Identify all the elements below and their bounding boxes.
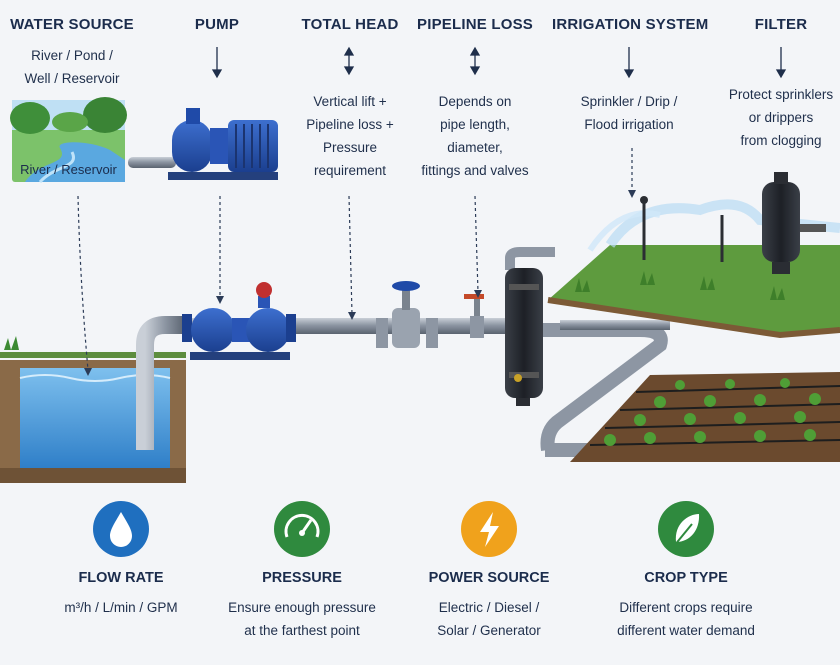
power-source-text-1: Electric / Diesel / bbox=[438, 600, 540, 615]
river-reservoir-label: River / Reservoir bbox=[20, 162, 117, 177]
filter-illustration bbox=[505, 247, 555, 406]
crop-type-description: Different crops require different water … bbox=[600, 596, 772, 642]
pressure-text-1: Ensure enough pressure bbox=[228, 600, 376, 615]
leader-arrowheads bbox=[84, 190, 636, 376]
filter-description: Protect sprinklers or drippers from clog… bbox=[722, 83, 840, 152]
filter-heading: FILTER bbox=[754, 16, 808, 33]
irrigation-text-1: Sprinkler / Drip / bbox=[580, 94, 678, 109]
irrigation-text-2: Flood irrigation bbox=[584, 117, 674, 132]
small-valve bbox=[464, 294, 484, 338]
drip-field bbox=[570, 372, 840, 462]
sprinkler-field bbox=[547, 196, 840, 339]
gate-valve bbox=[376, 281, 438, 348]
water-source-text-1: River / Pond / bbox=[31, 48, 113, 63]
header-arrows bbox=[211, 46, 787, 79]
filter-text-2: or drippers bbox=[748, 110, 814, 125]
power-source-description: Electric / Diesel / Solar / Generator bbox=[414, 596, 564, 642]
flow-rate-text-1: m³/h / L/min / GPM bbox=[64, 600, 178, 615]
power-source-text-2: Solar / Generator bbox=[437, 623, 541, 638]
total-head-heading: TOTAL HEAD bbox=[301, 16, 399, 33]
total-head-text-1: Vertical lift + bbox=[313, 94, 387, 109]
water-source-description: River / Pond / Well / Reservoir bbox=[10, 44, 134, 90]
water-tank bbox=[0, 336, 186, 483]
filter-text-3: from clogging bbox=[740, 133, 822, 148]
pressure-title: PRESSURE bbox=[262, 570, 342, 586]
total-head-text-2: Pipeline loss + bbox=[306, 117, 394, 132]
irrigation-description: Sprinkler / Drip / Flood irrigation bbox=[567, 90, 691, 136]
pressure-text-2: at the farthest point bbox=[244, 623, 360, 638]
total-head-description: Vertical lift + Pipeline loss + Pressure… bbox=[292, 90, 408, 182]
flow-rate-title: FLOW RATE bbox=[78, 570, 164, 586]
power-source-title: POWER SOURCE bbox=[428, 570, 550, 586]
filter-text-1: Protect sprinklers bbox=[728, 87, 834, 102]
water-source-heading: WATER SOURCE bbox=[10, 16, 134, 33]
crop-type-title: CROP TYPE bbox=[644, 570, 728, 586]
water-source-text-2: Well / Reservoir bbox=[24, 71, 120, 86]
total-head-text-3: Pressure bbox=[322, 140, 378, 155]
inline-pump bbox=[182, 282, 296, 360]
landscape-image bbox=[10, 97, 127, 184]
total-head-text-4: requirement bbox=[313, 163, 387, 178]
pipeline-loss-description: Depends on pipe length, diameter, fittin… bbox=[415, 90, 535, 182]
irrigation-system-heading: IRRIGATION SYSTEM bbox=[552, 16, 709, 33]
pipeline-loss-text-1: Depends on bbox=[438, 94, 512, 109]
pipeline-loss-text-4: fittings and valves bbox=[421, 163, 529, 178]
pipeline-loss-text-2: pipe length, bbox=[440, 117, 510, 132]
crop-type-text-1: Different crops require bbox=[619, 600, 753, 615]
factor-icons bbox=[93, 501, 714, 557]
pipeline-loss-heading: PIPELINE LOSS bbox=[417, 16, 533, 33]
pump-heading: PUMP bbox=[194, 16, 240, 33]
flow-rate-description: m³/h / L/min / GPM bbox=[46, 596, 196, 619]
crop-type-text-2: different water demand bbox=[617, 623, 755, 638]
pipeline-loss-text-3: diameter, bbox=[447, 140, 503, 155]
filter-device bbox=[762, 172, 826, 274]
dashed-leaders bbox=[77, 148, 633, 371]
pressure-description: Ensure enough pressure at the farthest p… bbox=[216, 596, 388, 642]
pump-illustration bbox=[128, 108, 278, 180]
